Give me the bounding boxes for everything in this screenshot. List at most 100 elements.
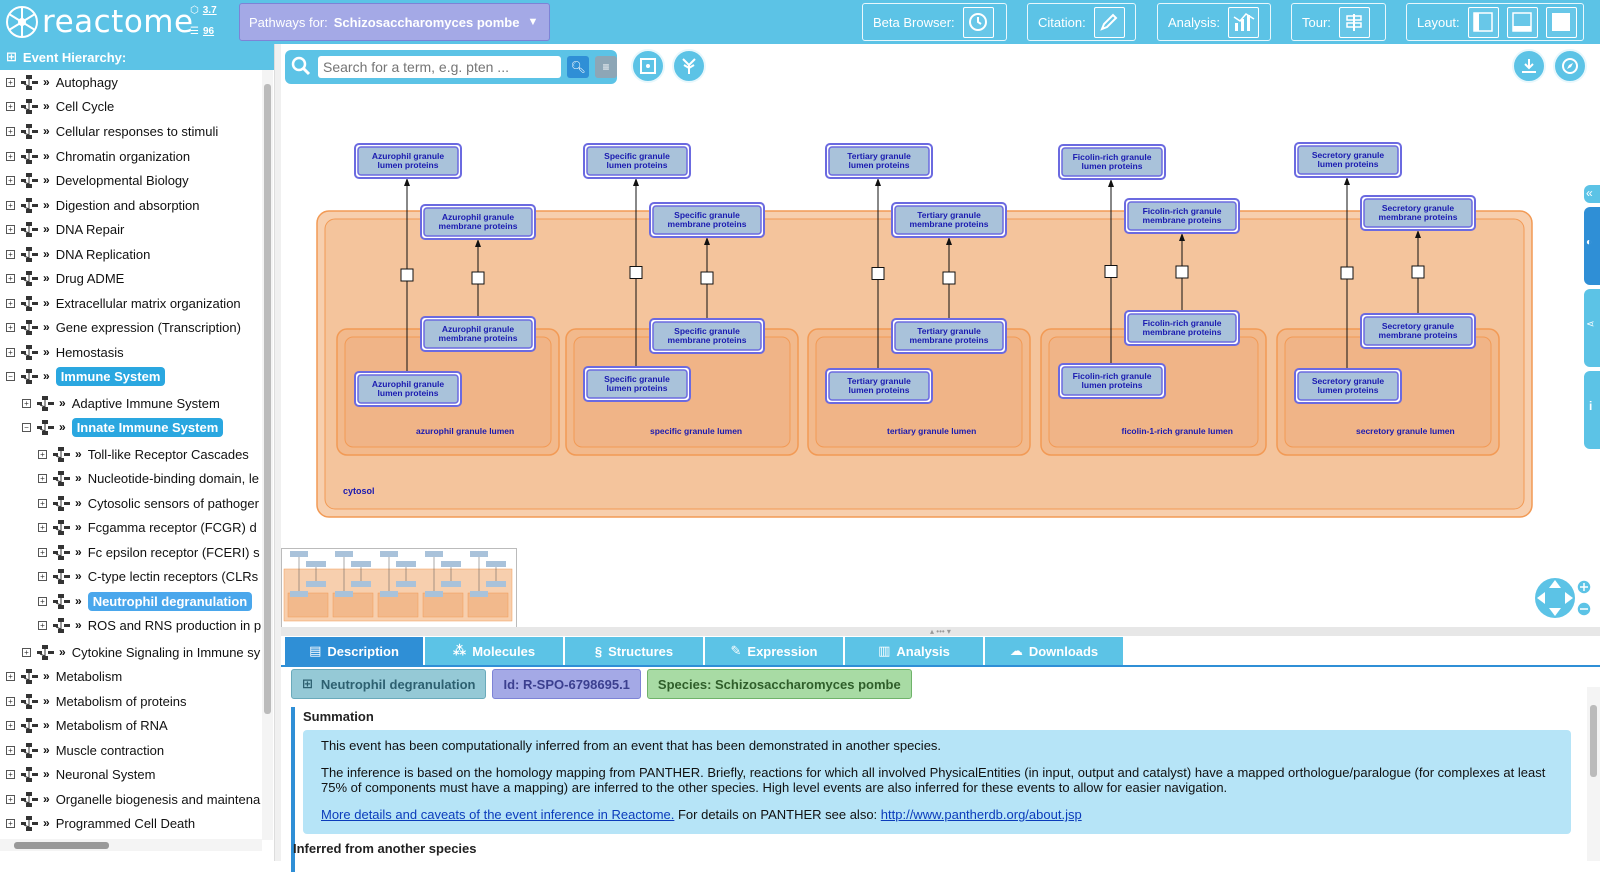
expand-icon[interactable]: +: [6, 322, 15, 332]
expand-icon[interactable]: +: [6, 696, 15, 706]
download-diagram-button[interactable]: [1512, 49, 1546, 83]
collapse-arrows-icon[interactable]: «: [1584, 185, 1600, 203]
reaction-node[interactable]: [871, 267, 885, 280]
tab-downloads[interactable]: ☁Downloads: [985, 637, 1123, 665]
tree-item[interactable]: −»Immune System: [6, 364, 166, 388]
species-selector[interactable]: Pathways for: Schizosaccharomyces pombe …: [239, 3, 550, 41]
analysis-button[interactable]: Analysis:: [1157, 3, 1271, 41]
tab-structures[interactable]: §Structures: [565, 637, 703, 665]
reaction-node[interactable]: [1175, 265, 1189, 279]
expand-icon[interactable]: +: [38, 571, 47, 581]
expand-icon[interactable]: +: [6, 818, 15, 828]
tree-horizontal-scrollbar[interactable]: [0, 839, 262, 851]
expand-icon[interactable]: +: [38, 596, 47, 606]
tree-item[interactable]: +»Muscle contraction: [6, 738, 164, 762]
collapse-icon[interactable]: −: [6, 371, 15, 381]
tree-item[interactable]: +»Developmental Biology: [6, 168, 189, 192]
expand-icon[interactable]: +: [6, 745, 15, 755]
expand-icon[interactable]: +: [6, 794, 15, 804]
tree-item[interactable]: +»Metabolism of proteins: [6, 689, 186, 713]
details-splitter[interactable]: ▴ ••• ▾: [281, 627, 1600, 636]
expand-icon[interactable]: +: [22, 398, 31, 408]
version-info[interactable]: ⬡ 3.7: [190, 5, 217, 16]
compass-button[interactable]: [1553, 49, 1587, 83]
tab-description[interactable]: ▤Description: [285, 637, 423, 665]
scrollbar-thumb[interactable]: [264, 84, 271, 714]
tree-item[interactable]: −»Innate Immune System: [22, 415, 224, 439]
data-release-info[interactable]: ☰ 96: [190, 26, 215, 37]
tree-item[interactable]: +»Fc epsilon receptor (FCERI) s: [38, 540, 260, 564]
expand-icon[interactable]: +: [6, 175, 15, 185]
tree-item[interactable]: +»Cellular responses to stimuli: [6, 119, 218, 143]
palette-tab[interactable]: ◐: [1584, 207, 1600, 285]
fit-diagram-button[interactable]: [631, 49, 665, 83]
tree-item[interactable]: +»Nucleotide-binding domain, le: [38, 466, 259, 490]
tree-item[interactable]: +»Metabolism: [6, 664, 122, 688]
info-tab[interactable]: i: [1584, 371, 1600, 449]
panther-link[interactable]: http://www.pantherdb.org/about.jsp: [880, 807, 1082, 822]
layout-left-icon[interactable]: [1467, 6, 1499, 38]
scrollbar-thumb[interactable]: [1590, 705, 1597, 777]
reaction-node[interactable]: [400, 268, 414, 282]
expand-icon[interactable]: +: [38, 498, 47, 508]
tree-item[interactable]: +»Adaptive Immune System: [22, 391, 220, 415]
tree-item[interactable]: +»Cytokine Signaling in Immune sy: [22, 640, 260, 664]
tree-vertical-scrollbar[interactable]: [262, 70, 273, 840]
expand-icon[interactable]: +: [6, 101, 15, 111]
tree-item[interactable]: +»Autophagy: [6, 70, 118, 94]
zoom-out-icon[interactable]: [1576, 601, 1592, 617]
search-options-icon[interactable]: ≡: [595, 56, 617, 78]
layout-bottom-icon[interactable]: [1506, 6, 1538, 38]
reaction-node[interactable]: [700, 271, 714, 285]
scrollbar-thumb[interactable]: [14, 842, 109, 849]
expand-icon[interactable]: +: [38, 522, 47, 532]
tree-item[interactable]: +»Cell Cycle: [6, 94, 114, 118]
expand-icon[interactable]: +: [6, 126, 15, 136]
reaction-node[interactable]: [471, 271, 485, 285]
expand-icon[interactable]: +: [6, 273, 15, 283]
zoom-in-icon[interactable]: [1576, 579, 1592, 595]
pan-right-icon[interactable]: [1565, 592, 1573, 604]
tree-item[interactable]: +»Hemostasis: [6, 340, 124, 364]
expand-icon[interactable]: +: [38, 473, 47, 483]
tree-item[interactable]: +»Digestion and absorption: [6, 193, 200, 217]
tree-item[interactable]: +»ROS and RNS production in p: [38, 613, 261, 637]
expand-icon[interactable]: +: [6, 77, 15, 87]
pan-up-icon[interactable]: [1549, 580, 1561, 588]
tree-item[interactable]: +»Gene expression (Transcription): [6, 315, 241, 339]
pan-down-icon[interactable]: [1549, 608, 1561, 616]
reactome-logo[interactable]: reactome: [4, 4, 194, 40]
reaction-node[interactable]: [1104, 265, 1118, 278]
tree-item[interactable]: +»Neutrophil degranulation: [38, 589, 253, 613]
tab-molecules[interactable]: ⁂Molecules: [425, 637, 563, 665]
expand-icon[interactable]: +: [6, 347, 15, 357]
tree-item[interactable]: +»DNA Repair: [6, 217, 124, 241]
tree-item[interactable]: +»DNA Replication: [6, 242, 150, 266]
expand-icon[interactable]: +: [38, 449, 47, 459]
search-input[interactable]: [318, 56, 562, 78]
tab-analysis[interactable]: ▥Analysis: [845, 637, 983, 665]
tour-button[interactable]: Tour:: [1291, 3, 1386, 41]
tab-expression[interactable]: ✎Expression: [705, 637, 843, 665]
reaction-node[interactable]: [629, 266, 643, 279]
diagram-thumbnail[interactable]: [281, 548, 517, 628]
